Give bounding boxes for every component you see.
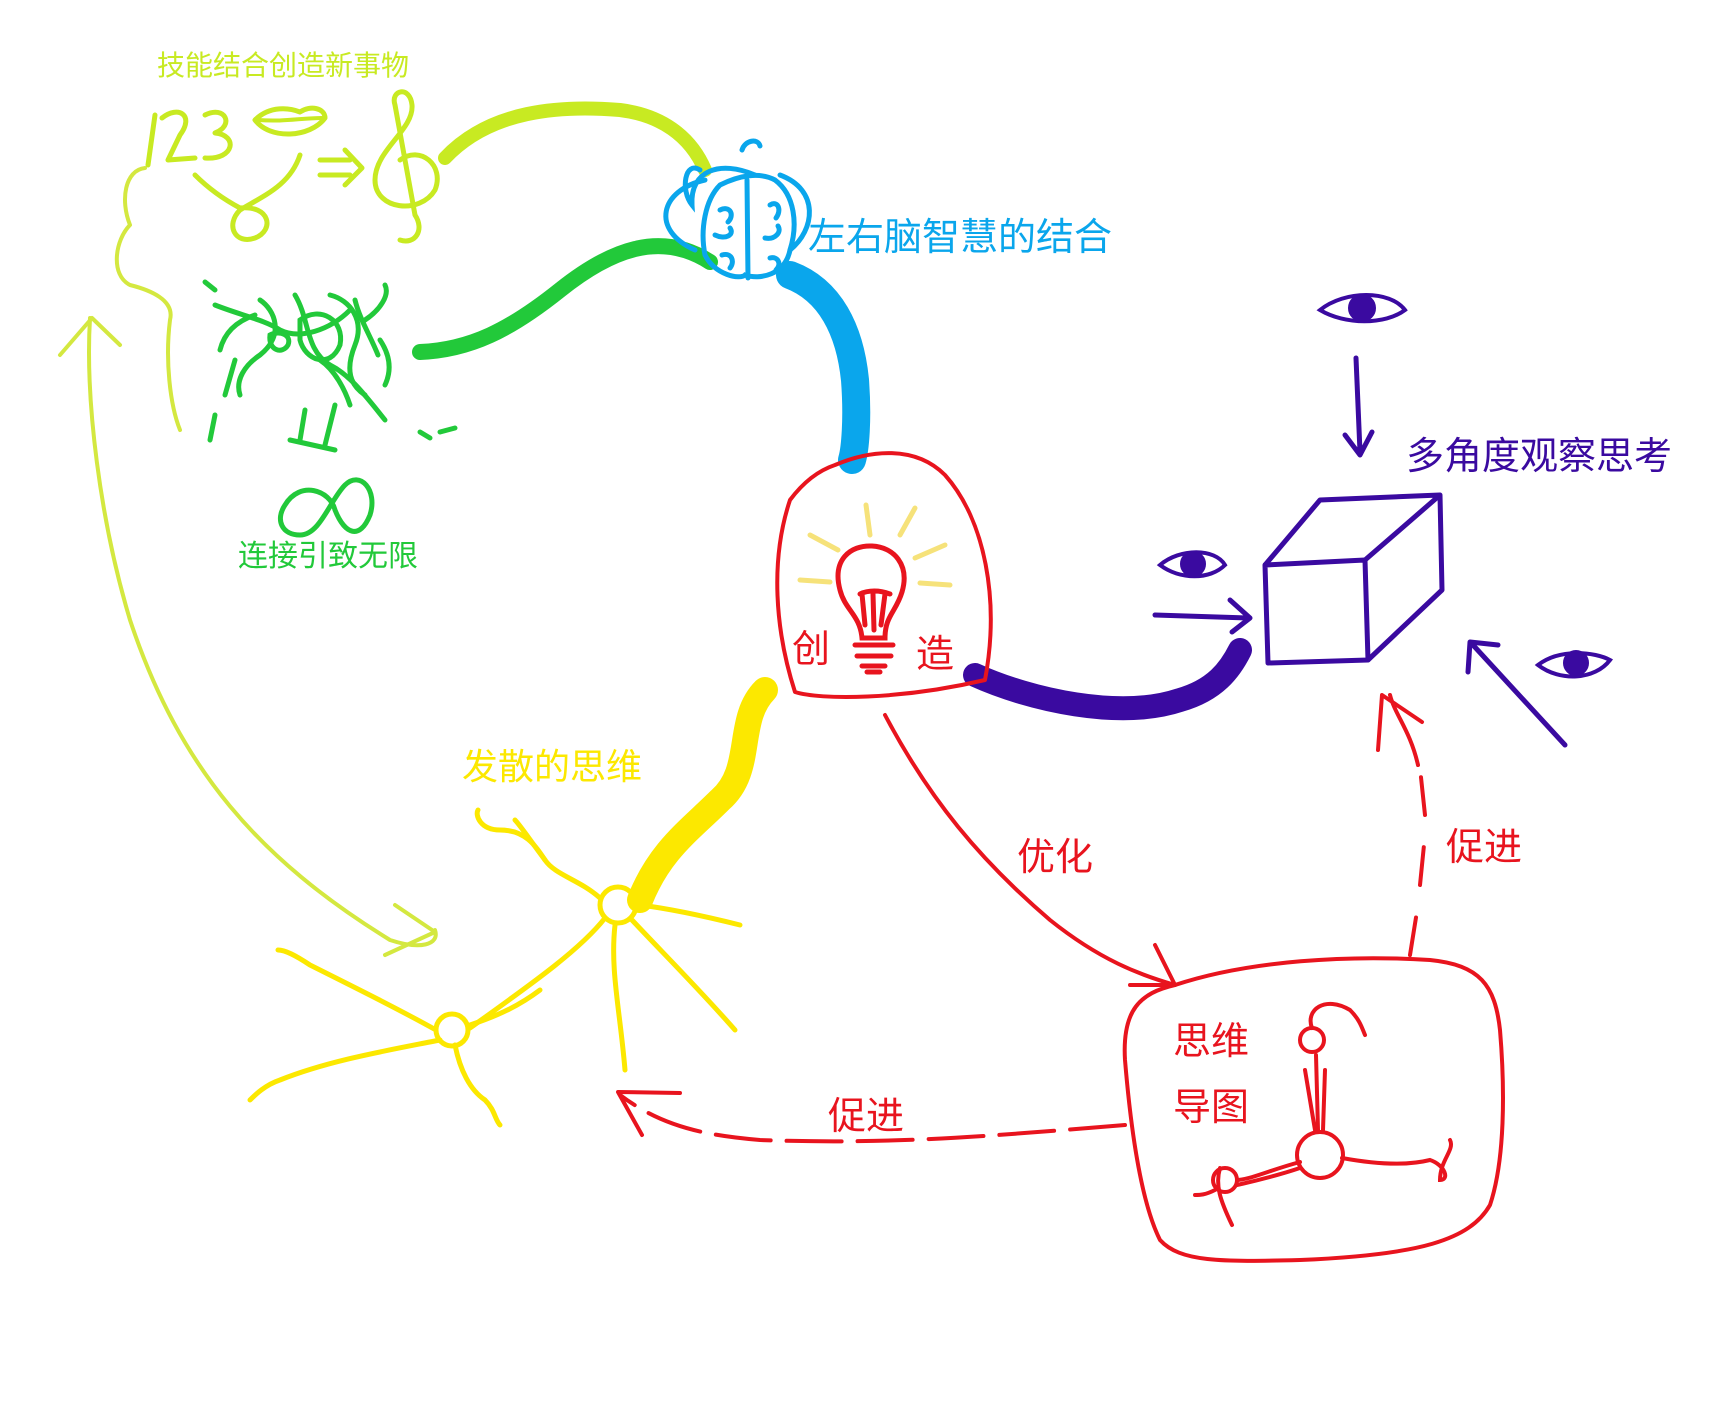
return-arrow-long — [87, 316, 438, 948]
label-brain: 左右脑智慧的结合 — [808, 215, 1113, 259]
infinity-icon — [278, 477, 375, 538]
label-promote-bottom: 促进 — [828, 1094, 905, 1138]
lightbulb-icon — [835, 543, 907, 675]
arrow-promote-up — [1408, 766, 1427, 957]
arrow-down-eye — [1342, 355, 1375, 458]
eye-icon — [1156, 550, 1228, 579]
neuron-icon — [247, 807, 743, 1128]
label-connect: 连接引致无限 — [238, 539, 418, 574]
lightbulb-rays — [797, 502, 953, 588]
return-arrow-head-bottom — [383, 903, 437, 957]
label-divergent: 发散的思维 — [462, 747, 643, 788]
branch-green — [412, 238, 718, 360]
arrow-promote-left — [618, 1093, 1127, 1144]
arrow-promote-left-head — [616, 1090, 682, 1137]
mindmap-node-icon — [1193, 1002, 1453, 1227]
label-mindmap-line1: 思维 — [1173, 1019, 1250, 1063]
label-create-left: 创 — [792, 627, 831, 671]
label-mindmap-line2: 导图 — [1173, 1085, 1250, 1129]
arrow-diag-eye — [1465, 639, 1568, 748]
branch-purple — [963, 638, 1252, 721]
skills-loop — [192, 152, 303, 242]
neuron-network-icon — [202, 279, 458, 453]
return-arrow — [114, 166, 182, 432]
arrow-right-eye — [1152, 597, 1253, 635]
treble-clef-icon — [372, 89, 440, 244]
mindmap-box — [1122, 956, 1505, 1263]
label-promote-right: 促进 — [1446, 825, 1523, 869]
label-optimize: 优化 — [1017, 835, 1094, 879]
eye-icon — [1534, 650, 1614, 679]
central-node-outline — [775, 451, 993, 699]
eye-icon — [1316, 293, 1408, 324]
label-create-right: 造 — [916, 632, 955, 676]
branch-lime — [438, 101, 712, 177]
brain-icon — [663, 138, 812, 281]
lips-icon — [252, 105, 328, 137]
implies-arrow-top — [317, 147, 365, 188]
label-skills: 技能结合创造新事物 — [157, 49, 410, 82]
arrow-promote-up-head — [1376, 693, 1424, 752]
branch-yellow — [627, 677, 778, 913]
label-multi: 多角度观察思考 — [1406, 434, 1673, 478]
branch-blue — [776, 261, 871, 474]
cube-icon — [1262, 492, 1445, 666]
return-arrow-head-top — [58, 316, 122, 357]
arrow-optimize — [883, 713, 1177, 987]
numbers-123 — [145, 109, 233, 168]
